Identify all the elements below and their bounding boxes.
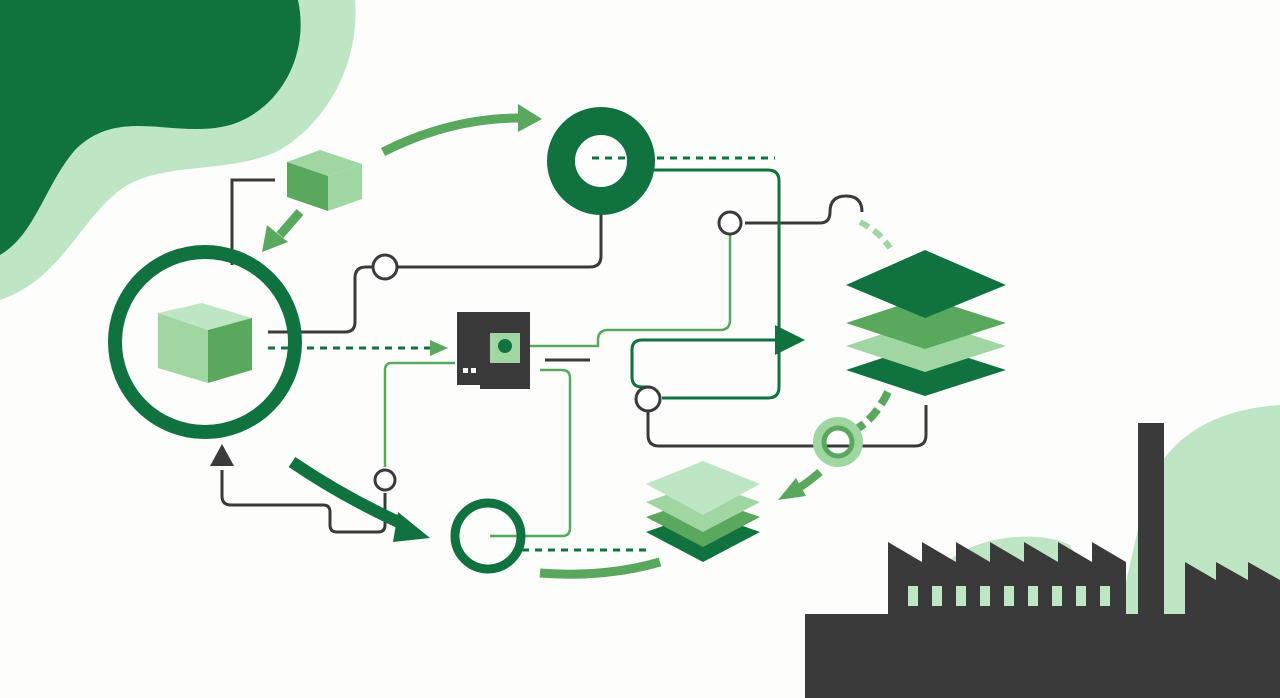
flow-arrow-bottom-left [288,457,430,542]
green-connectors [630,168,805,400]
gray-connectors [220,178,928,534]
isometric-cube-icon [108,245,302,439]
light-green-connectors [383,235,732,538]
dark-blob-top-left [0,0,301,255]
flow-arrow-bottom [539,557,662,579]
microchip-icon [457,312,530,389]
connector-nodes [371,210,743,492]
factory-icon [805,423,1280,698]
dashed-arrow-head [430,340,448,356]
ring-node-icon [547,107,655,215]
flow-arrow-top [380,104,542,157]
isometric-cube-icon [287,150,362,211]
flow-arrow-up [210,444,234,466]
stacked-layers-icon [646,461,760,562]
flow-arrow-cube-down [262,209,304,252]
flow-arrow-right-down [778,390,892,500]
stacked-layers-icon [846,250,1006,396]
green-ring-node [813,417,863,467]
ring-node-icon [450,498,526,574]
